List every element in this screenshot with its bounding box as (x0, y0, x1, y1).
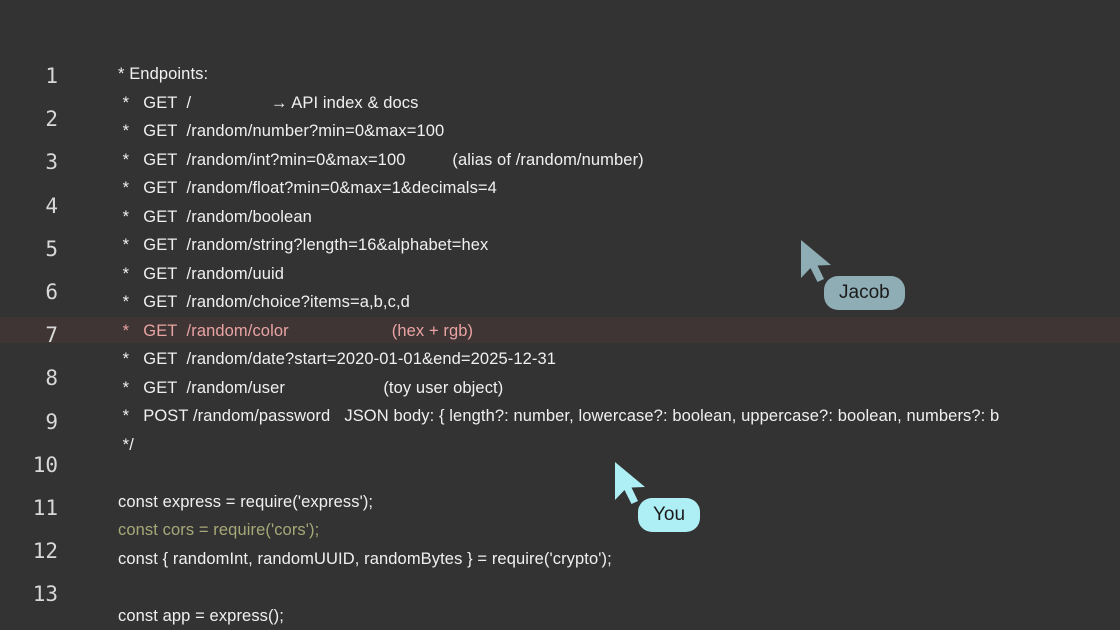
line-number: 13 (32, 582, 58, 607)
code-content[interactable]: * Endpoints: * GET / → API index & docs … (118, 0, 1120, 630)
line-number: 2 (45, 107, 58, 132)
remote-cursor-you: You (612, 460, 701, 532)
line-number: 9 (45, 409, 58, 434)
cursor-pointer-icon (801, 240, 831, 282)
code-line[interactable]: * GET /random/user (toy user object) (118, 378, 504, 397)
code-line[interactable]: */ (118, 435, 134, 454)
code-line[interactable]: const { randomInt, randomUUID, randomByt… (118, 549, 612, 568)
remote-cursor-jacob: Jacob (798, 238, 905, 310)
code-line[interactable]: const cors = require('cors'); (118, 521, 320, 539)
cursor-pointer-icon (615, 462, 645, 504)
line-number: 6 (45, 280, 58, 304)
cursor-label-jacob: Jacob (824, 276, 905, 310)
line-number: 7 (45, 323, 58, 348)
line-number: 1 (45, 64, 58, 88)
code-line[interactable]: const express = require('express'); (118, 492, 374, 511)
code-line[interactable]: * GET /random/boolean (118, 207, 312, 226)
line-number: 5 (45, 236, 58, 261)
line-number: 12 (32, 539, 58, 564)
code-line[interactable]: * GET /random/color (hex + rgb) (118, 321, 474, 340)
cursor-label-you: You (638, 498, 701, 532)
code-line[interactable]: const app = express(); (118, 606, 284, 625)
code-line[interactable]: * GET /random/number?min=0&max=100 (118, 122, 445, 140)
code-line[interactable]: * POST /random/password JSON body: { len… (118, 407, 1000, 425)
code-line[interactable]: * GET /random/uuid (118, 264, 285, 283)
code-line[interactable]: * GET /random/int?min=0&max=100 (alias o… (118, 150, 644, 169)
line-number: 10 (32, 452, 58, 477)
code-line[interactable]: * GET /random/float?min=0&max=1&decimals… (118, 179, 497, 197)
code-line[interactable]: * GET / → API index & docs (118, 93, 419, 112)
code-line[interactable]: * Endpoints: (118, 65, 209, 83)
line-number: 3 (45, 150, 58, 175)
code-line[interactable]: * GET /random/string?length=16&alphabet=… (118, 236, 489, 254)
line-number: 4 (45, 193, 58, 218)
code-line[interactable]: * GET /random/date?start=2020-01-01&end=… (118, 350, 557, 368)
line-number: 11 (32, 496, 58, 520)
line-number: 8 (45, 366, 58, 391)
code-line[interactable]: * GET /random/choice?items=a,b,c,d (118, 293, 410, 311)
